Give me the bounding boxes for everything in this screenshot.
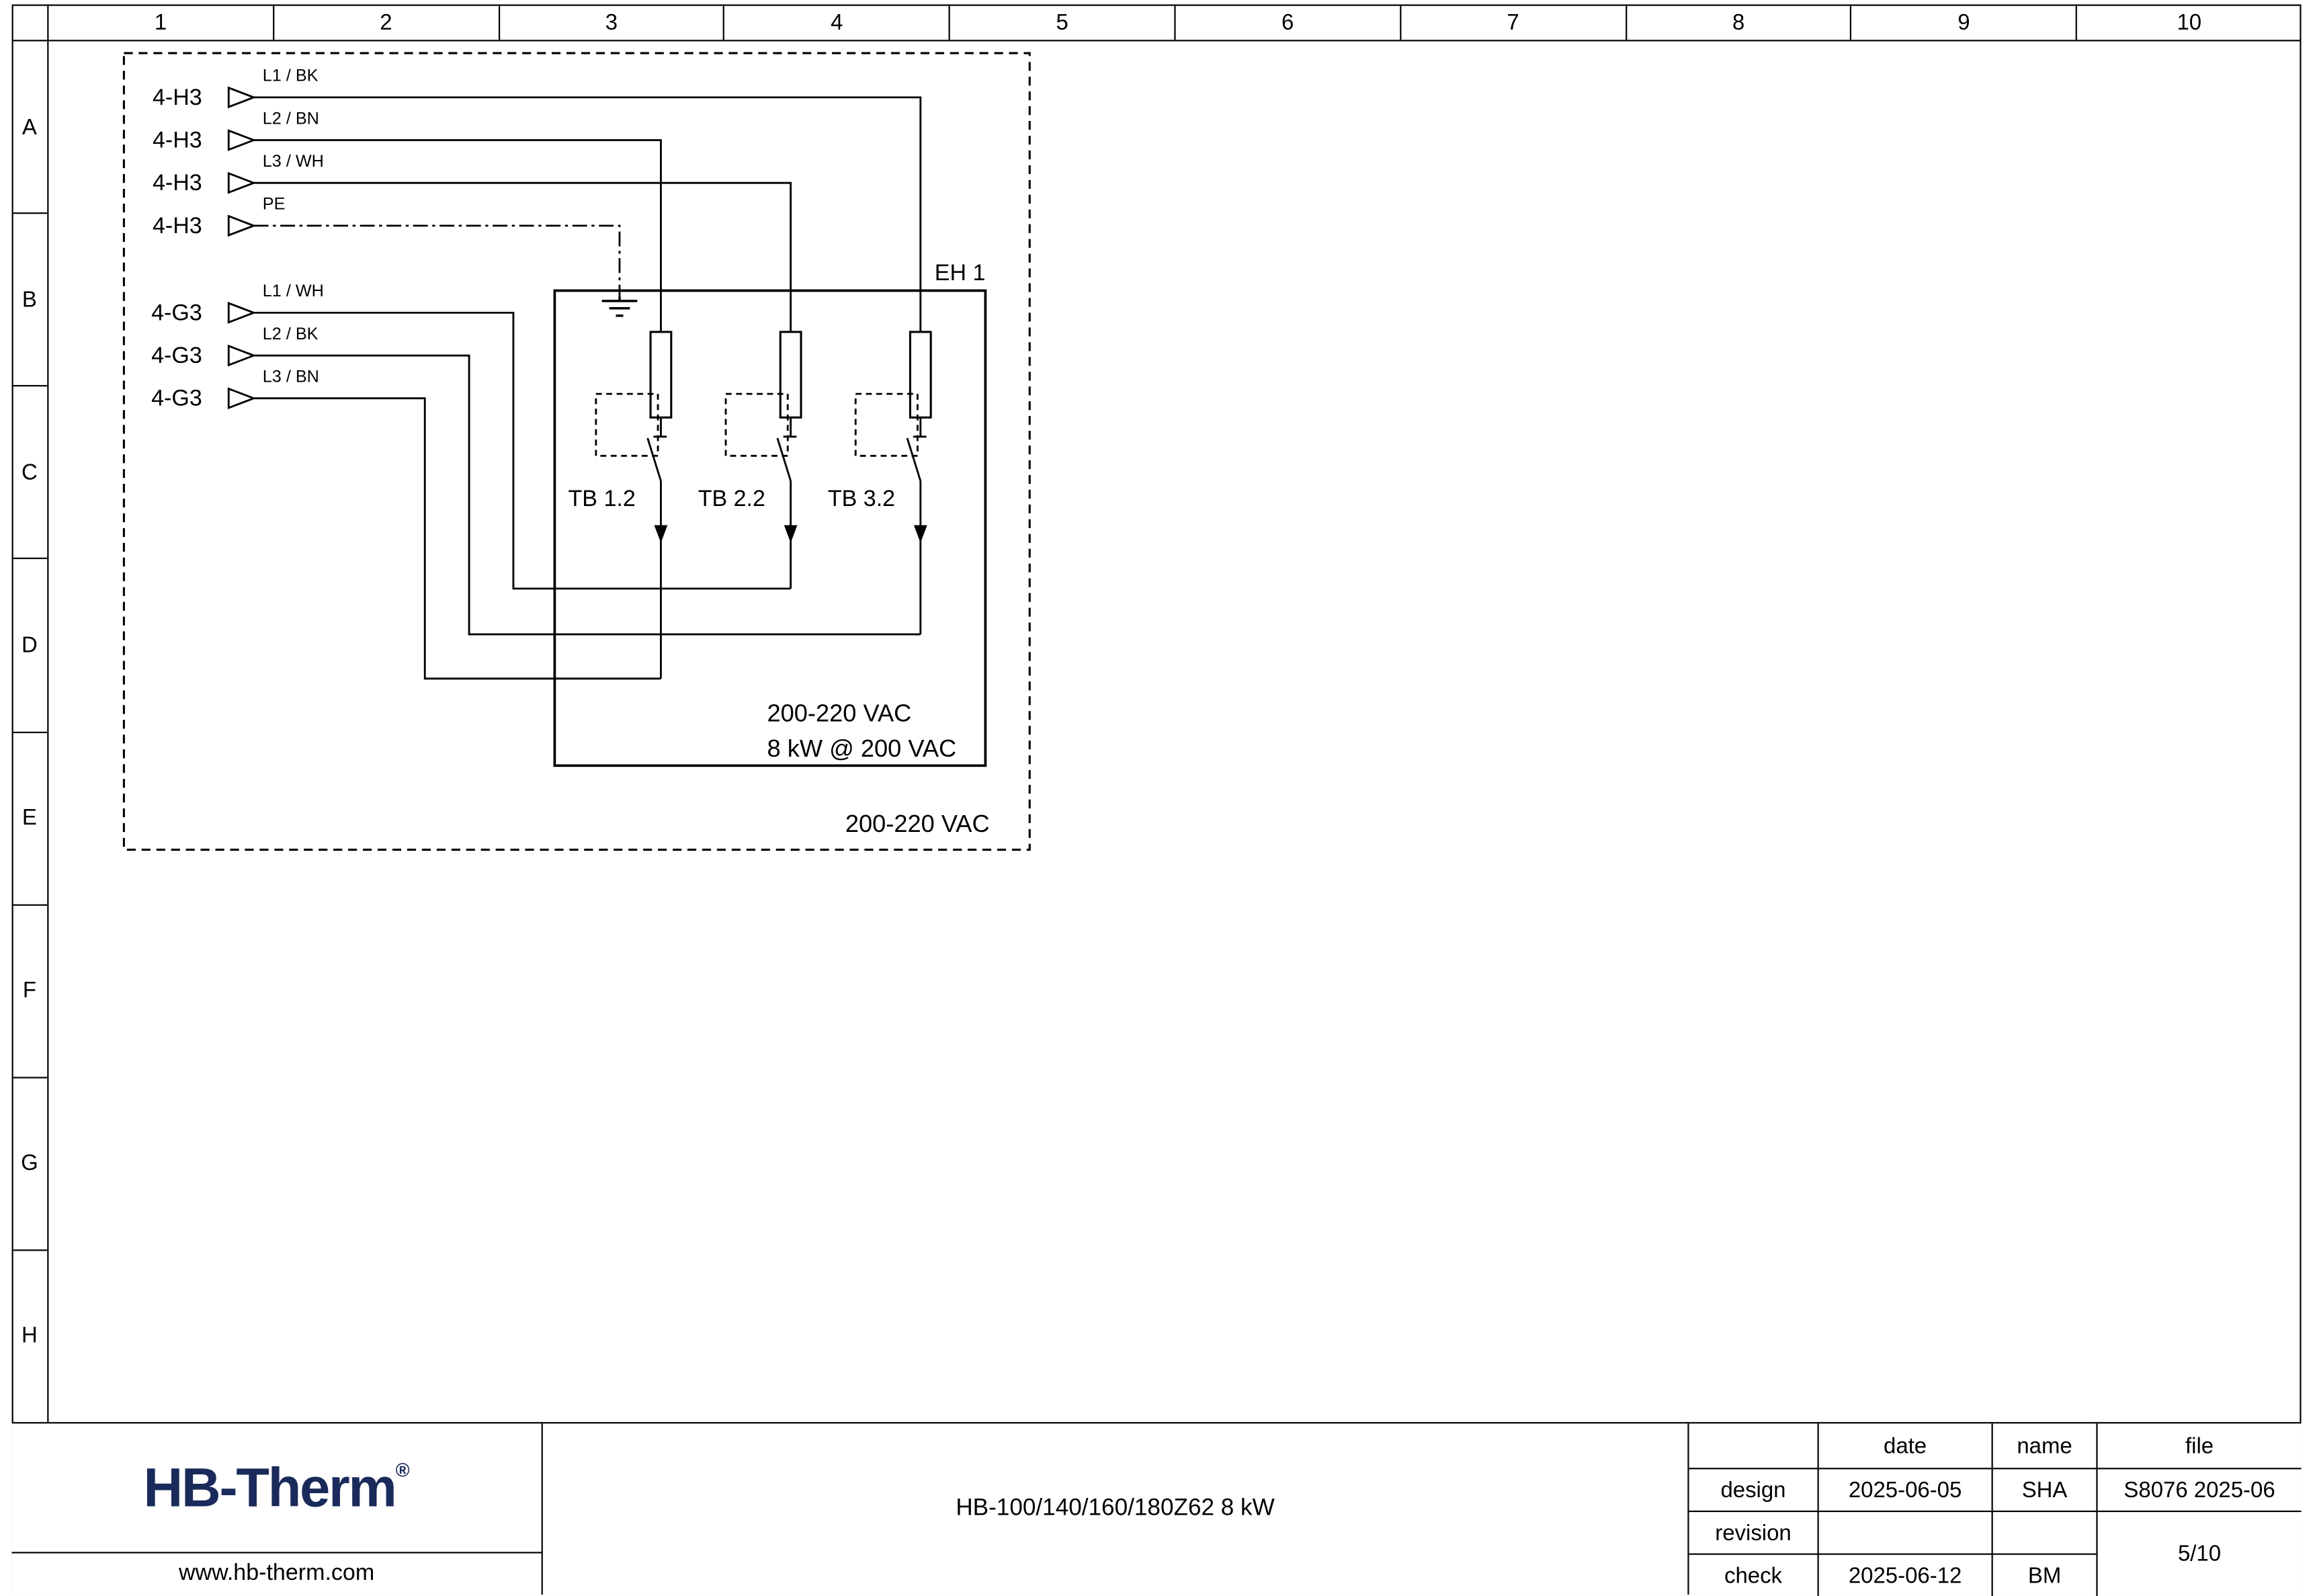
row-label-design: design [1689,1468,1818,1511]
connector-arrow-icon [227,214,257,237]
company-website: www.hb-therm.com [11,1552,542,1595]
logo-text: HB-Therm [143,1456,397,1517]
wire-pe [253,224,621,297]
header-date: date [1817,1423,1991,1468]
row-label: G [11,1078,48,1251]
box-voltage-label: 200-220 VAC [767,699,912,726]
connector-arrow-icon [227,302,257,324]
connector-arrow-icon [227,171,257,194]
row-label: D [11,560,48,732]
wire-label: L1 / BK [263,67,319,85]
row-label: H [22,1324,38,1349]
wire-l2-bn [253,139,662,332]
flow-arrow-icon [654,525,668,543]
supply-wires [253,96,922,680]
col-label: 9 [1852,4,2078,40]
col-label: 8 [1626,4,1852,40]
eh1-enclosure [553,289,987,767]
drawing-title: HB-100/140/160/180Z62 8 kW [543,1423,1689,1595]
row-label: A [11,41,48,214]
wire-label: L1 / WH [263,282,324,300]
supply-voltage-label: 200-220 VAC [845,810,990,837]
heating-element-3 [909,331,932,419]
wire-label: L2 / BK [263,325,319,343]
wire-label: L2 / BN [263,109,319,128]
wire-label: L3 / BN [263,368,319,386]
design-name: SHA [1991,1468,2097,1511]
page-number: 5/10 [2096,1510,2302,1596]
wire-label: PE [263,195,286,214]
company-logo: HB-Therm® [12,1423,542,1552]
connector-label-4g3: 4-G3 [151,386,202,411]
breaker-label: TB 3.2 [828,486,895,511]
thermal-breaker-2 [724,392,797,482]
col-label: 5 [950,4,1176,40]
column-ruler: 1 2 3 4 5 6 7 8 9 10 [11,4,2302,42]
eh1-label: EH 1 [935,260,986,286]
wire-g3-l2 [253,354,921,636]
registered-mark-icon: ® [395,1459,410,1481]
col-label: 6 [1176,4,1401,40]
col-label: 7 [1401,4,1627,40]
wire-l3-wh [253,181,792,332]
col-label: 10 [2177,9,2202,35]
col-label: 1 [48,4,274,40]
row-label: B [11,214,48,387]
connector-label-4h3: 4-H3 [153,85,202,110]
box-power-label: 8 kW @ 200 VAC [767,734,957,762]
col-label: 4 [725,4,951,40]
revision-date [1817,1510,1992,1554]
heating-element-1 [649,331,673,419]
breaker-label: TB 1.2 [569,486,636,511]
revision-name [1991,1510,2097,1554]
row-label-revision: revision [1689,1510,1818,1554]
wire-g3-l1 [253,311,791,590]
row-label: E [11,732,48,906]
titleblock: HB-Therm® www.hb-therm.com HB-100/140/16… [11,1422,2302,1596]
check-date: 2025-06-12 [1817,1553,1992,1596]
flow-arrow-icon [913,525,927,543]
connector-arrow-icon [227,344,257,367]
heating-element-2 [779,331,802,419]
connector-arrow-icon [227,129,257,151]
connector-label-4h3: 4-H3 [153,213,202,239]
wire-g3-l3 [253,397,661,680]
row-label: F [11,905,48,1079]
connector-label-4h3: 4-H3 [153,128,202,153]
col-label: 2 [274,4,500,40]
row-ruler: A B C D E F G H [11,41,49,1423]
breaker-label: TB 2.2 [698,486,765,511]
ruler-corner [12,4,49,40]
ground-icon [601,296,638,317]
connector-arrow-icon [227,86,257,109]
flow-arrow-icon [784,525,798,543]
col-label: 3 [499,4,725,40]
connector-label-4g3: 4-G3 [151,343,202,368]
row-label: C [11,387,48,560]
table-corner-cell [1689,1423,1818,1468]
connector-label-4g3: 4-G3 [151,300,202,325]
thermal-breaker-3 [854,392,927,482]
design-file: S8076 2025-06 [2096,1468,2302,1511]
wire-l1-bk [253,96,922,332]
connector-arrow-icon [227,387,257,410]
logo-section: HB-Therm® www.hb-therm.com [11,1423,543,1595]
connector-label-4h3: 4-H3 [153,170,202,196]
check-name: BM [1991,1553,2097,1596]
header-file: file [2096,1423,2301,1468]
design-date: 2025-06-05 [1817,1468,1992,1511]
dashed-boundary [122,52,1031,851]
thermal-breaker-1 [595,392,667,482]
header-name: name [1991,1423,2097,1468]
wire-label: L3 / WH [263,152,324,171]
revision-table: date name file design 2025-06-05 SHA S80… [1689,1423,2302,1596]
row-label-check: check [1689,1553,1818,1596]
